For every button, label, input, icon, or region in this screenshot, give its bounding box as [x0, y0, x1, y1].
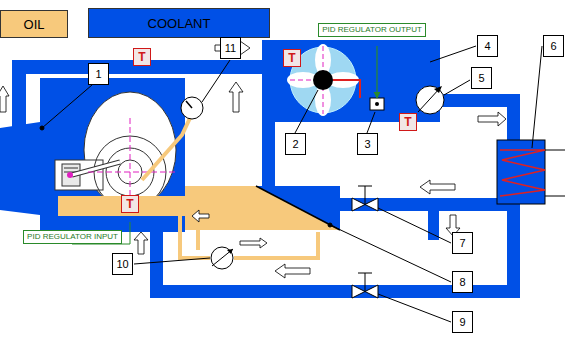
callout-number: 1: [88, 63, 109, 85]
oil-circuit: [58, 196, 185, 216]
oil-circuit: [256, 186, 340, 230]
coolant-pipe: [12, 60, 26, 130]
flow-arrow: [420, 180, 455, 194]
temperature-sensor: T: [283, 49, 301, 67]
leader-line: [367, 112, 375, 133]
flow-arrow: [0, 86, 9, 112]
temperature-sensor: T: [399, 113, 417, 131]
oil-pump: [211, 247, 233, 269]
oil-circuit: [180, 216, 210, 258]
oil-circuit: [256, 186, 340, 230]
coolant-pump: [416, 86, 444, 114]
signal-label: PID REGULATOR OUTPUT: [318, 23, 426, 37]
leader-line: [202, 60, 230, 102]
engine-block: [0, 78, 185, 232]
leader-line: [378, 208, 451, 243]
heat-exchanger: [497, 140, 565, 204]
leader-line: [330, 225, 451, 282]
callout-number: 5: [471, 67, 492, 89]
callout-number: 2: [285, 133, 306, 155]
fan-regulator: [376, 46, 377, 98]
flow-arrow: [478, 112, 506, 126]
valve: [358, 186, 372, 187]
callout-number: 9: [452, 311, 473, 333]
leader-line: [444, 80, 470, 95]
flow-arrow: [275, 264, 310, 278]
callout-number: 10: [112, 253, 133, 275]
oil-circuit: [185, 186, 340, 230]
fan-regulator: [375, 102, 379, 106]
leader-line: [40, 126, 44, 130]
heat-exchanger: [545, 150, 565, 151]
coolant-pipe: [330, 198, 510, 211]
coolant-pipe: [262, 40, 440, 122]
callout-number: 7: [452, 232, 473, 254]
oil-circuit: [234, 232, 318, 258]
valve: [365, 186, 366, 204]
signal-label: PID REGULATOR INPUT: [23, 230, 122, 244]
coolant-pipe: [507, 200, 520, 298]
fan: [313, 70, 333, 90]
pressure-gauge: [181, 97, 203, 119]
heat-exchanger: [500, 150, 545, 196]
engine-block: [72, 162, 120, 175]
coolant-pump: [418, 88, 440, 112]
engine-block: [0, 78, 185, 232]
legend-swatch: COOLANT: [88, 8, 270, 38]
legend-label: OIL: [24, 17, 45, 32]
pressure-gauge: [181, 97, 203, 119]
callout-number: 3: [357, 133, 378, 155]
fan-regulator: [370, 46, 384, 110]
leader-line: [328, 223, 332, 227]
legend-label: COOLANT: [148, 16, 211, 31]
heat-exchanger: [497, 140, 545, 204]
fan-regulator: [370, 98, 384, 110]
valve: [365, 273, 366, 291]
coolant-pump: [434, 86, 442, 93]
oil-circuit: [185, 203, 200, 207]
callout-number: 4: [477, 35, 498, 57]
engine-block: [67, 172, 73, 178]
pressure-gauge: [186, 101, 192, 108]
fan: [333, 80, 360, 98]
oil-pump: [227, 249, 233, 254]
oil-pump: [212, 249, 233, 266]
legend-swatch: OIL: [0, 10, 68, 38]
flow-arrow: [240, 238, 267, 248]
engine-block: [64, 168, 78, 169]
flow-arrow: [192, 210, 209, 222]
flow-arrow: [0, 41, 506, 278]
leader-line: [378, 294, 451, 322]
oil-pump: [211, 247, 233, 269]
engine-block: [72, 162, 120, 175]
temperature-sensor: T: [133, 48, 151, 66]
engine-block: [88, 172, 175, 173]
leader-line: [42, 85, 92, 128]
leader-line: [134, 258, 210, 264]
leader-line: [295, 90, 318, 133]
leader-line: [40, 46, 542, 322]
leader-line: [430, 46, 476, 62]
coolant-pipe: [507, 94, 520, 144]
heat-exchanger: [545, 196, 565, 197]
leader-line: [532, 46, 542, 148]
oil-circuit: [196, 230, 200, 250]
coolant-pump: [416, 86, 444, 114]
valve: [358, 273, 372, 274]
flow-arrow: [134, 232, 148, 254]
temperature-sensor: T: [121, 195, 139, 213]
callout-number: 8: [452, 271, 473, 293]
oil-circuit: [142, 118, 190, 180]
callout-number: 11: [220, 37, 241, 59]
callout-number: 6: [543, 35, 564, 57]
coolant-pipe: [12, 40, 520, 298]
flow-arrow: [229, 82, 243, 112]
